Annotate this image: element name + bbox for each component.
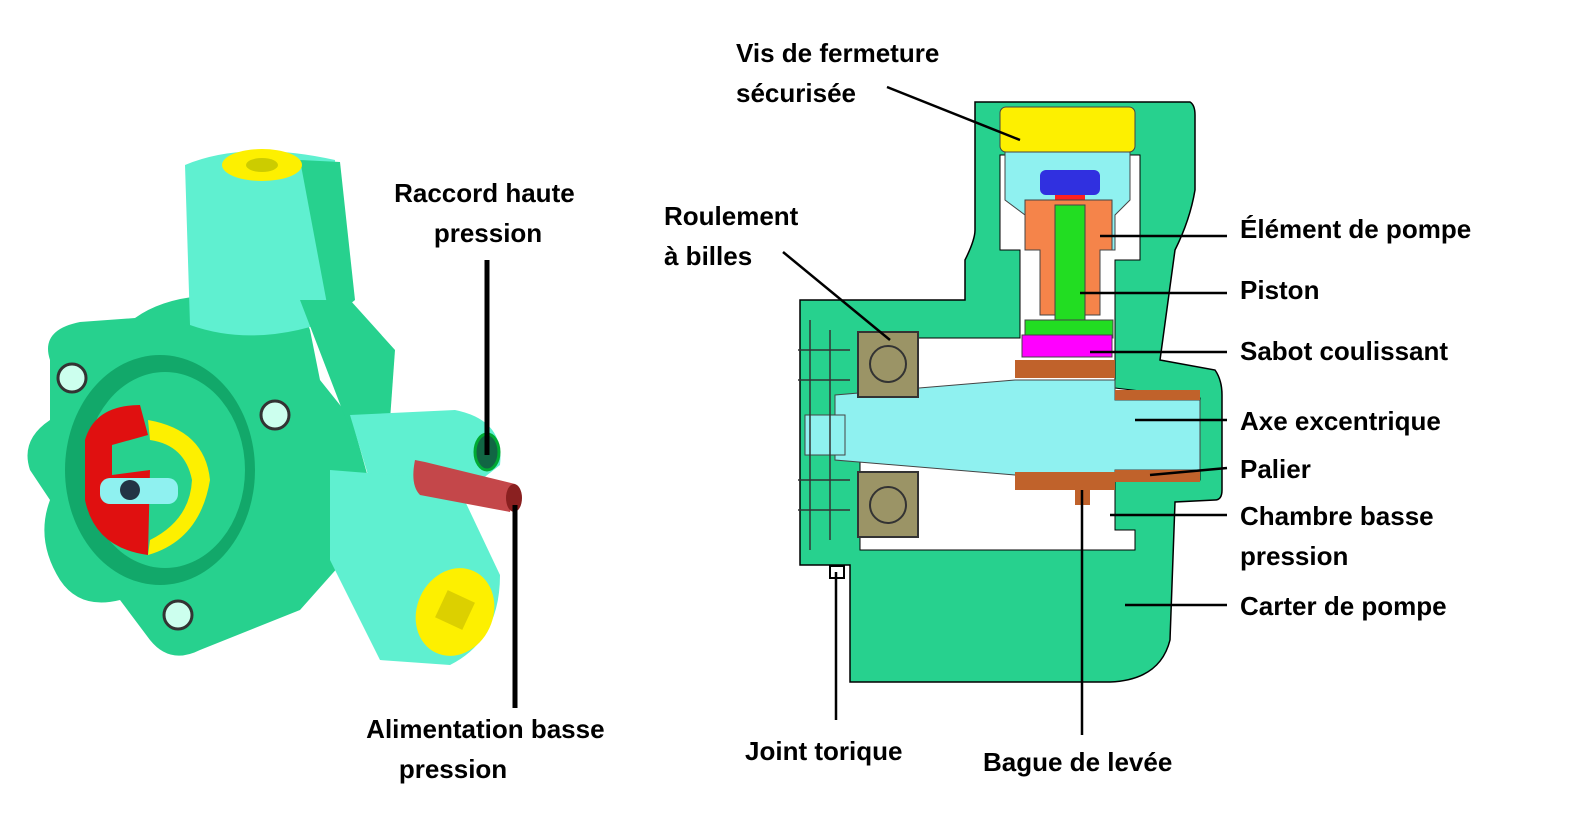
- ball: [869, 345, 907, 383]
- label-alimentation: Alimentation basse pression: [366, 714, 612, 784]
- bearing-top: [1015, 360, 1115, 378]
- labels: Raccord haute pression Alimentation bass…: [366, 38, 1471, 784]
- label-alimentation-line1: Alimentation basse: [366, 714, 604, 744]
- lp-pipe-end: [506, 484, 522, 512]
- label-raccord: Raccord haute pression: [394, 178, 582, 248]
- lp-pipe: [413, 460, 515, 512]
- label-axe: Axe excentrique: [1240, 406, 1441, 436]
- label-raccord-line1: Raccord haute: [394, 178, 575, 208]
- label-carter: Carter de pompe: [1240, 591, 1447, 621]
- ball: [869, 486, 907, 524]
- mounting-hole: [56, 362, 88, 394]
- bearing-bottom: [1015, 472, 1115, 490]
- leader-palier: [1149, 466, 1228, 477]
- pump-section-view: [798, 101, 1223, 683]
- label-roulement-line1: Roulement: [664, 201, 799, 231]
- label-vis: Vis de fermeture sécurisée: [736, 38, 947, 108]
- lower-plug-hex: [435, 590, 475, 630]
- ball-bearing-bottom: [857, 471, 919, 538]
- leader-vis: [886, 85, 1021, 142]
- label-piston: Piston: [1240, 275, 1319, 305]
- pump-side-arm: [300, 300, 395, 430]
- leader-lines: [484, 85, 1228, 735]
- drive-coupling-back: [148, 420, 210, 555]
- mounting-hole: [162, 599, 194, 631]
- shaft-end: [804, 414, 846, 456]
- label-bague: Bague de levée: [983, 747, 1172, 777]
- label-palier: Palier: [1240, 454, 1311, 484]
- pump-chimney-right: [300, 160, 355, 320]
- label-sabot: Sabot coulissant: [1240, 336, 1448, 366]
- leader-roulement: [782, 251, 891, 341]
- mounting-holes: [56, 362, 291, 631]
- ball-bearing: [857, 331, 919, 538]
- label-joint: Joint torique: [745, 736, 902, 766]
- label-raccord-line2: pression: [434, 218, 542, 248]
- label-chambre-line1: Chambre basse: [1240, 501, 1434, 531]
- sliding-shoe: [1021, 334, 1113, 358]
- label-chambre-line2: pression: [1240, 541, 1348, 571]
- valve-red: [1055, 195, 1085, 202]
- piston: [1054, 204, 1086, 341]
- pump-3d-view: [27, 149, 522, 665]
- label-vis-line2: sécurisée: [736, 78, 856, 108]
- label-vis-line1: Vis de fermeture: [736, 38, 939, 68]
- label-chambre: Chambre basse pression: [1240, 501, 1441, 571]
- mounting-hole: [259, 399, 291, 431]
- pump-chimney: [185, 151, 345, 336]
- palier-bush-top: [1115, 390, 1200, 400]
- closing-screw: [999, 106, 1136, 153]
- label-roulement-line2: à billes: [664, 241, 752, 271]
- label-element: Élément de pompe: [1240, 214, 1471, 244]
- flange-ribs: [798, 320, 850, 550]
- top-plug-hole: [246, 158, 278, 172]
- ball-bearing-top: [857, 331, 919, 398]
- shaft-center: [120, 480, 140, 500]
- valve-blue: [1040, 170, 1100, 195]
- label-roulement: Roulement à billes: [664, 201, 806, 271]
- label-alimentation-line2: pression: [399, 754, 507, 784]
